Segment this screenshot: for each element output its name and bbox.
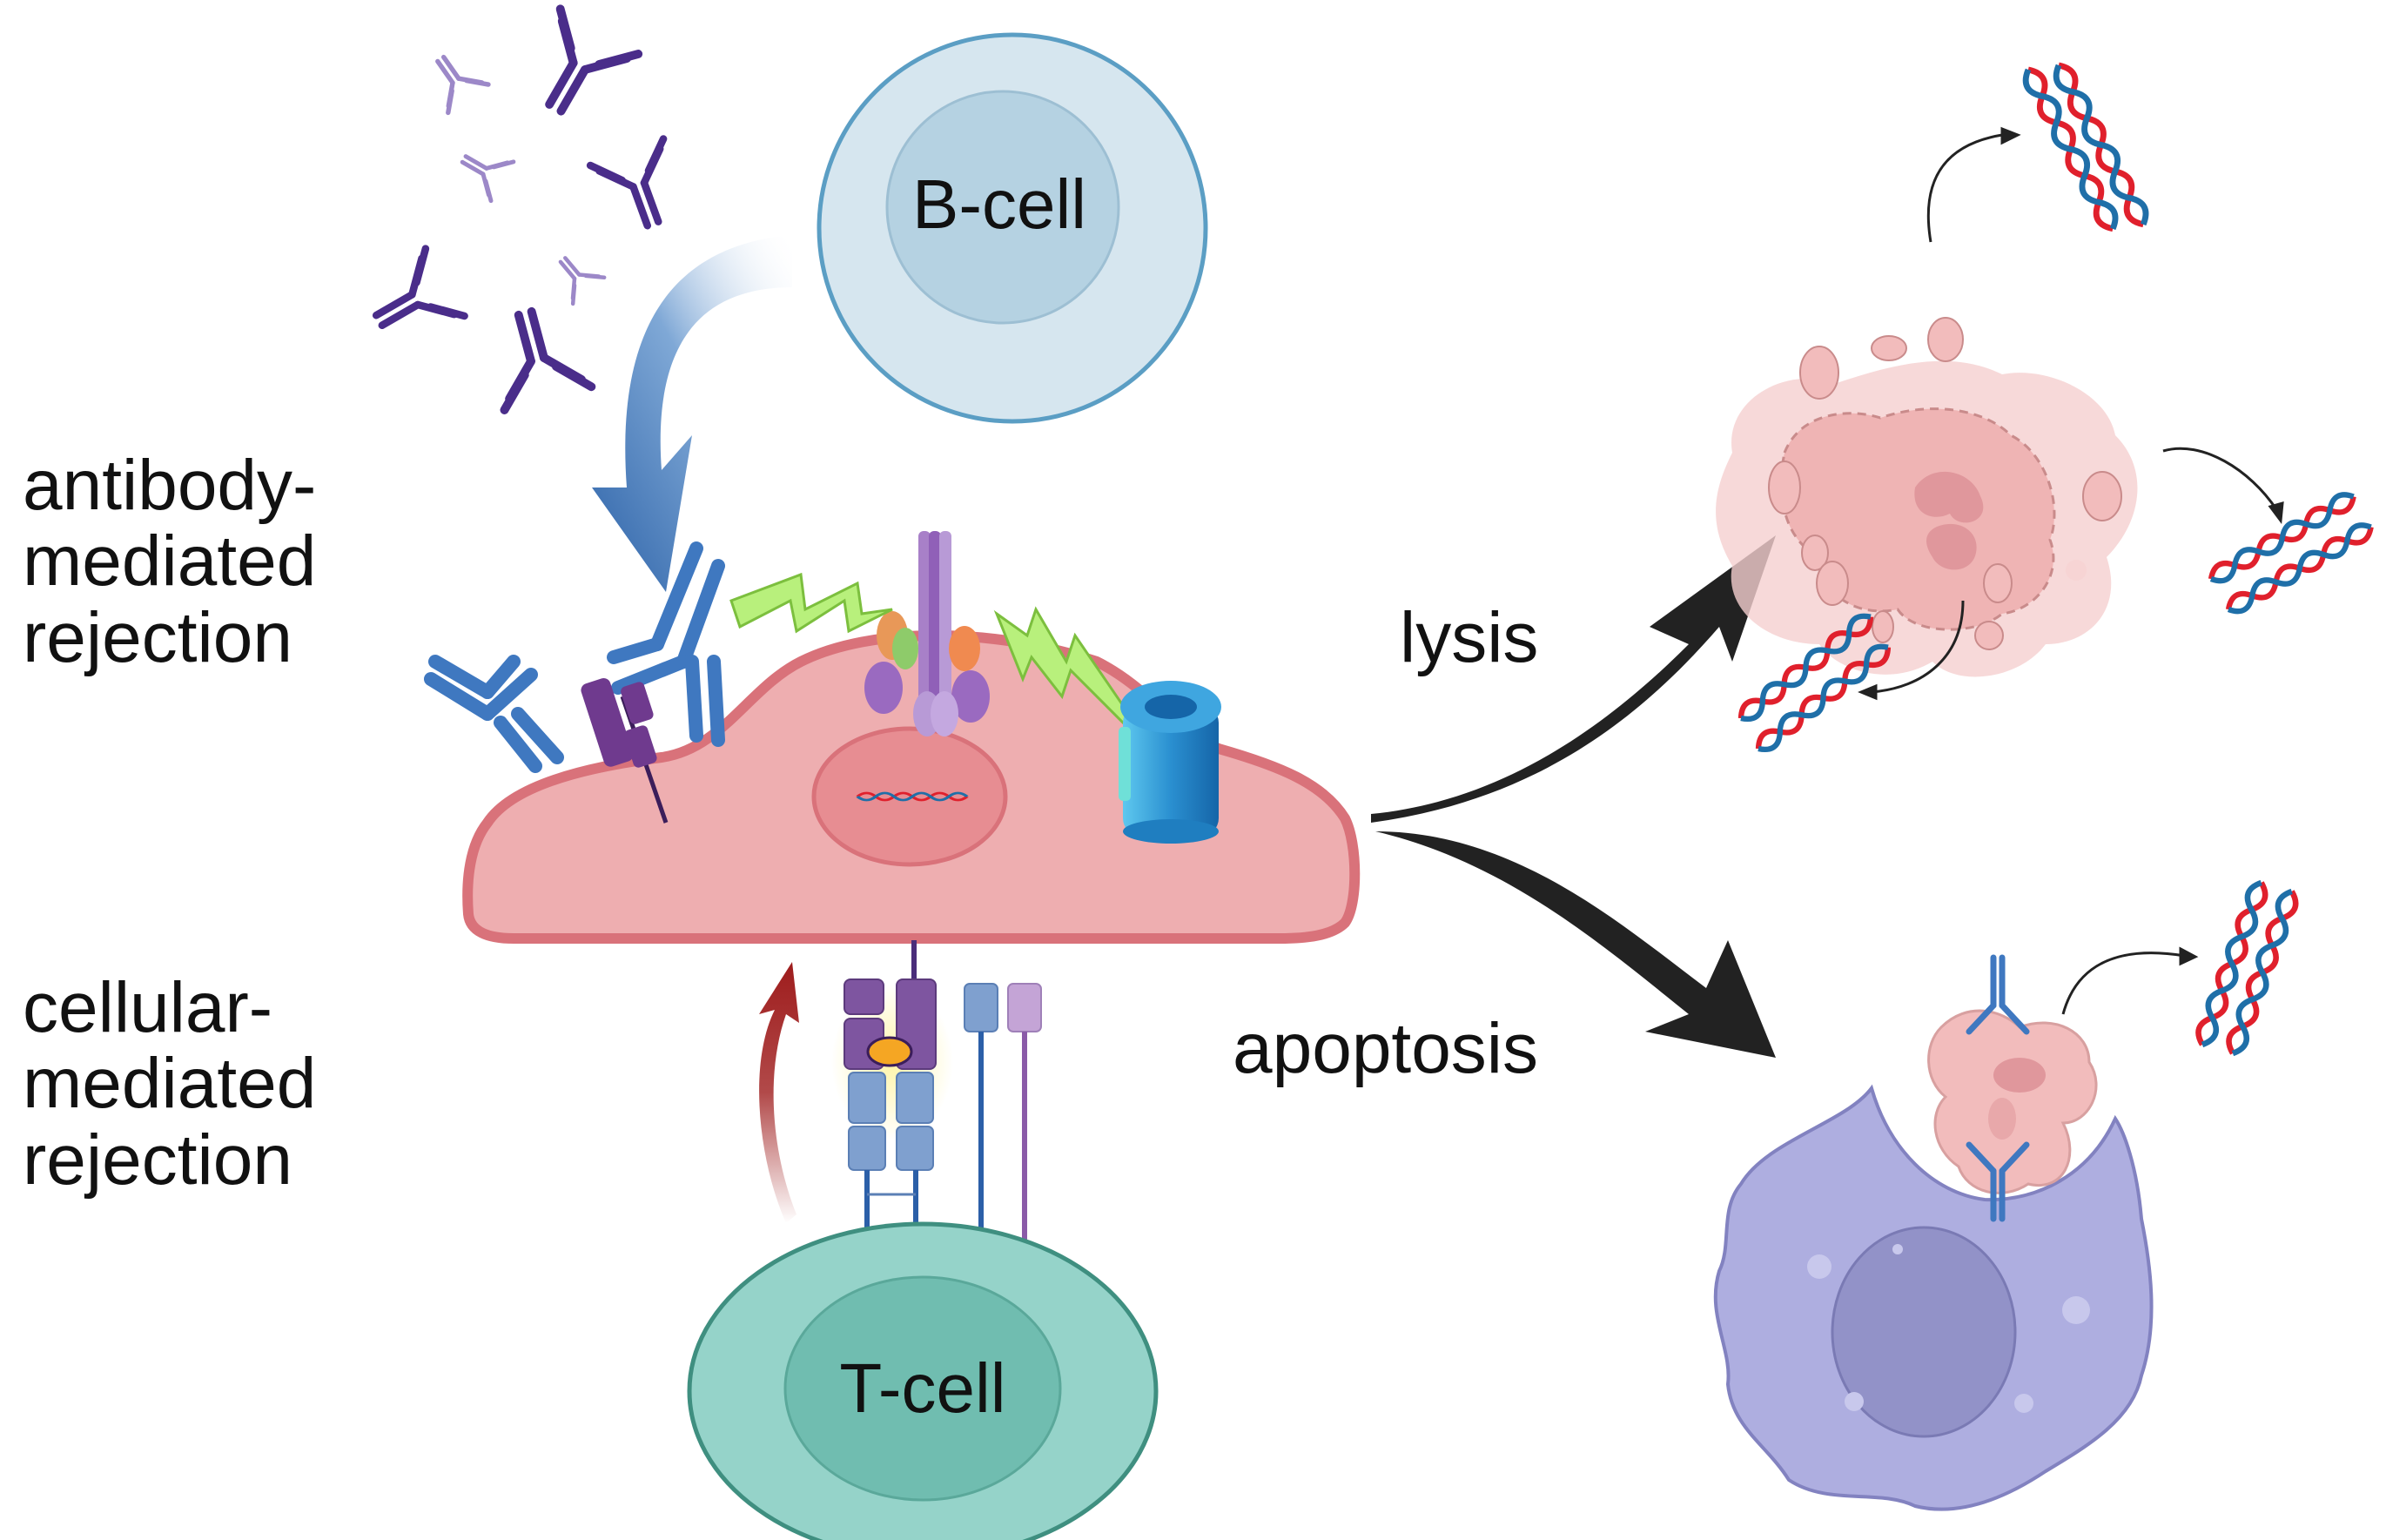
lysis-label: lysis	[1400, 598, 1538, 677]
tcr-domain	[848, 1072, 886, 1124]
tcr-domain	[848, 1126, 886, 1171]
antigen-peptide	[866, 1036, 913, 1067]
antibody-icon	[360, 249, 464, 354]
immune-synapse	[831, 940, 1042, 1262]
mhc-domain	[844, 978, 884, 1015]
release-arrow	[1871, 600, 1965, 694]
antibody-icon	[1966, 1141, 2030, 1222]
t-cell-nucleus	[783, 1275, 1062, 1502]
lightning-icon	[729, 572, 893, 634]
apoptosis-label: apoptosis	[1233, 1009, 1538, 1088]
t-cell: T-cell	[687, 1221, 1159, 1540]
antibody-icon	[516, 9, 638, 130]
b-cell-nucleus	[885, 90, 1120, 325]
apoptotic-body	[1927, 1009, 2098, 1194]
activation-arrow	[759, 962, 799, 1223]
tcr-domain	[896, 1072, 934, 1124]
antibody-icon	[420, 45, 488, 113]
coreceptor	[964, 983, 998, 1032]
nuclear-fragment	[1914, 471, 1984, 523]
b-cell: B-cell	[817, 32, 1208, 424]
dna-release	[1858, 126, 2284, 701]
antibody-icon	[453, 140, 514, 201]
release-arrow	[2162, 447, 2278, 510]
antibody-icon	[1966, 954, 2030, 1035]
t-cell-label: T-cell	[839, 1349, 1005, 1427]
mhc-molecule	[581, 677, 669, 824]
ion-channel	[1119, 681, 1221, 844]
nuclear-fragment	[1926, 523, 1977, 570]
cellular-mediated-label: cellular- mediated rejection	[23, 968, 336, 1200]
release-arrow	[1926, 133, 2003, 243]
tcr-domain	[896, 1126, 934, 1171]
coreceptor	[1007, 983, 1042, 1032]
target-cell-nucleus	[811, 726, 1008, 867]
antibody-icon	[481, 302, 591, 411]
bound-antibodies	[424, 541, 725, 773]
macrophage-nucleus	[1831, 1226, 2017, 1438]
antibody-mediated-label: antibody- mediated rejection	[23, 446, 336, 677]
dna-release	[2061, 946, 2199, 1015]
release-arrow	[2061, 952, 2186, 1015]
antibody-icon	[590, 139, 689, 238]
b-cell-label: B-cell	[912, 165, 1086, 243]
opsonizing-antibodies	[1966, 954, 2030, 1222]
antibody-icon	[424, 655, 564, 773]
macrophage	[1713, 1084, 2154, 1511]
lysed-cell	[1716, 317, 2138, 677]
antibody-icon	[548, 246, 605, 303]
secretion-arrow	[592, 235, 792, 592]
antibody-icon	[607, 541, 725, 747]
lysis-arrow	[1371, 535, 1776, 823]
apoptosis-arrow	[1375, 831, 1776, 1058]
receptor-complex	[864, 531, 990, 736]
